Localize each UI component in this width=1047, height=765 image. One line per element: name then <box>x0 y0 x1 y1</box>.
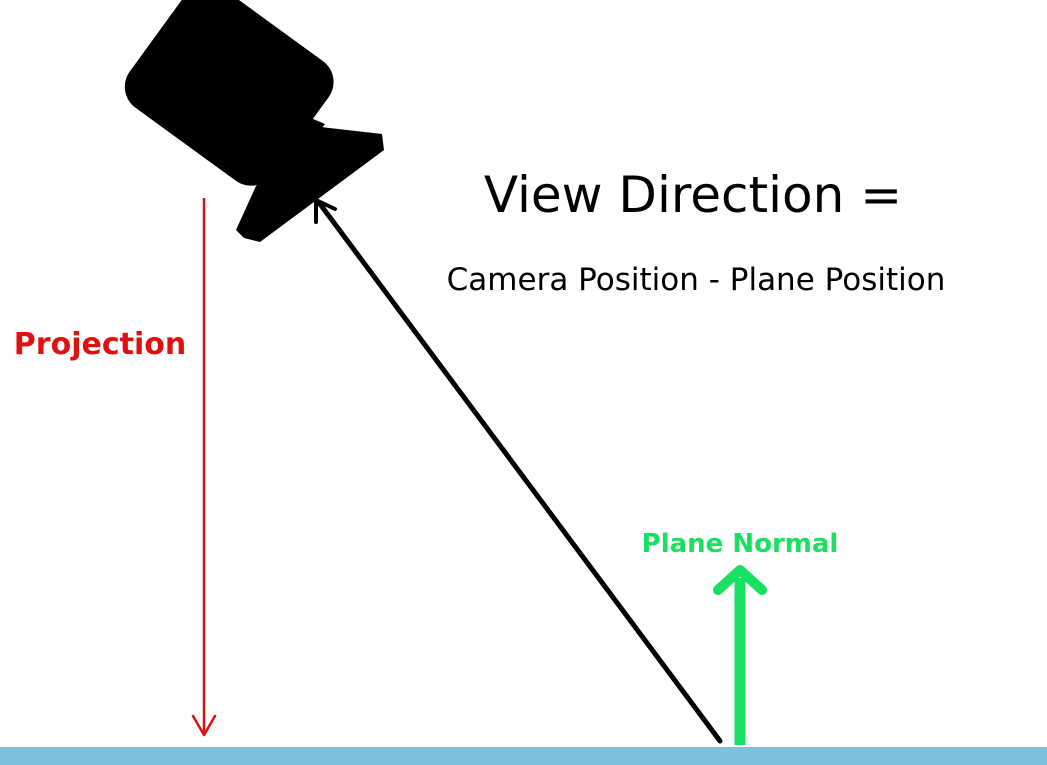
plane-normal-arrow <box>713 565 767 745</box>
projection-arrow <box>191 198 217 737</box>
projection-label: Projection <box>14 327 186 362</box>
plane-normal-label: Plane Normal <box>642 529 839 559</box>
video-camera-icon <box>124 0 384 242</box>
view-direction-arrow <box>314 198 723 744</box>
view-direction-formula: Camera Position - Plane Position <box>447 262 946 298</box>
view-direction-title: View Direction = <box>484 166 902 224</box>
plane-surface <box>0 747 1047 765</box>
